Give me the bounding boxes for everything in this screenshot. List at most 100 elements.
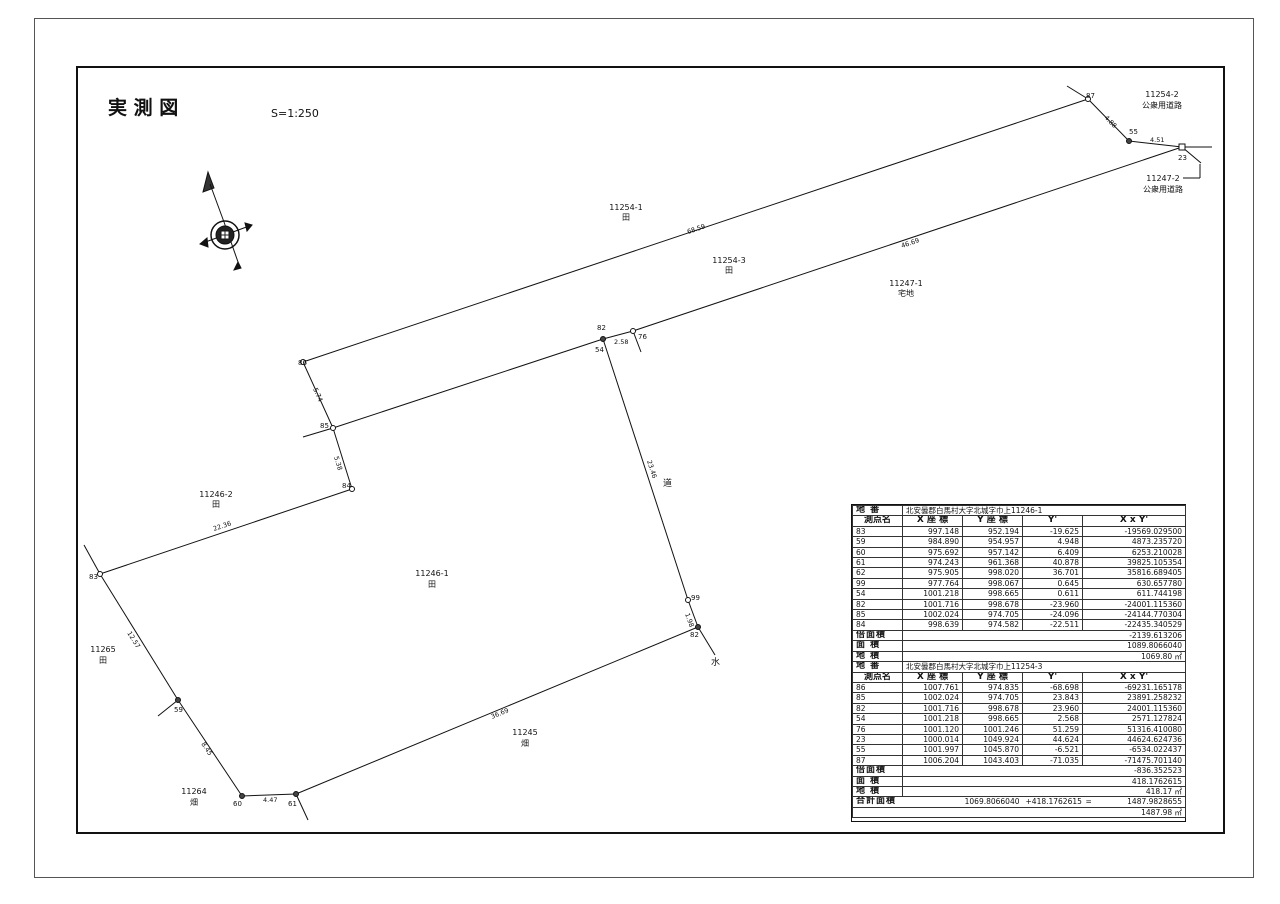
water-label: 水 — [711, 656, 720, 668]
table-cell: 998.020 — [962, 567, 1023, 579]
table-cell: 0.645 — [1022, 577, 1083, 590]
point-marker — [330, 425, 336, 431]
table-cell: 23.960 — [1022, 702, 1083, 715]
distance-label: 2.58 — [614, 338, 628, 346]
table-cell: 998.067 — [962, 577, 1023, 590]
point-label: 60 — [233, 800, 242, 808]
point-label: 61 — [288, 800, 297, 808]
parcel-address: 北安曇郡白馬村大字北城字巾上11254-3 — [901, 661, 1187, 673]
table-cell: 23 — [852, 733, 903, 746]
table-cell: 86 — [852, 681, 903, 694]
distance-label: 36.69 — [490, 706, 510, 721]
parcel-number: 11265 — [90, 645, 115, 654]
table-cell: 1001.997 — [902, 744, 963, 756]
parcel-key: 地 番 — [852, 661, 903, 673]
table-cell: -24.096 — [1022, 609, 1083, 621]
table-cell: 60 — [852, 546, 903, 559]
table-cell: 44624.624736 — [1081, 733, 1187, 746]
table-cell: 23891.258232 — [1081, 692, 1187, 704]
table-cell: -69231.165178 — [1081, 681, 1187, 694]
point-marker — [685, 597, 691, 603]
point-label: 86 — [298, 359, 307, 367]
table-cell: -19.625 — [1022, 525, 1083, 538]
point-label: 76 — [638, 333, 647, 341]
drawing-scale: S=1:250 — [271, 107, 319, 120]
total-final-row: 1487.98 ㎡ — [852, 806, 1187, 819]
summary-row: 倍面積-836.352523 — [852, 765, 1187, 777]
column-header: X 座 標 — [902, 671, 963, 683]
north-arrow-icon — [199, 170, 253, 271]
parcel-number: 11254-2 — [1145, 90, 1178, 99]
table-cell: 952.194 — [962, 525, 1023, 538]
table-cell: 87 — [852, 754, 903, 767]
point-marker — [300, 359, 306, 365]
distance-label: 5.38 — [332, 455, 344, 471]
point-label: 83 — [89, 573, 98, 581]
table-cell: 974.243 — [902, 557, 963, 569]
total-spacer — [852, 806, 1083, 819]
point-marker — [349, 486, 355, 492]
total-b: 418.1762615 — [1031, 797, 1082, 807]
total-plus: + — [1025, 797, 1032, 807]
table-cell: 974.582 — [962, 619, 1023, 631]
distance-label: 46.69 — [900, 236, 920, 249]
table-cell: -6534.022437 — [1081, 744, 1187, 756]
column-header: Y 座 標 — [962, 515, 1023, 527]
total-final: 1487.98 ㎡ — [1082, 806, 1187, 819]
table-cell: -68.698 — [1022, 681, 1083, 694]
table-cell: 1001.120 — [902, 723, 963, 735]
table-cell: 1001.246 — [962, 723, 1023, 735]
table-cell: 1049.924 — [962, 733, 1023, 746]
parcel-address: 北安曇郡白馬村大字北城字巾上11246-1 — [901, 504, 1187, 517]
point-marker — [239, 793, 245, 799]
point-marker — [293, 791, 299, 797]
table-cell: 51.259 — [1022, 723, 1083, 735]
table-cell: 961.368 — [962, 557, 1023, 569]
distance-label: 4.47 — [263, 796, 277, 804]
table-cell: 984.890 — [902, 536, 963, 548]
survey-points — [97, 96, 1186, 799]
parcel-number: 11264 — [181, 787, 206, 796]
table-cell: 0.611 — [1022, 588, 1083, 600]
inner-frame — [76, 66, 1225, 834]
point-label: 99 — [691, 594, 700, 602]
table-cell: 54 — [852, 588, 903, 600]
table-cell: 998.665 — [962, 588, 1023, 600]
table-cell: 2571.127824 — [1081, 713, 1187, 725]
parcel-category: 田 — [428, 580, 436, 589]
table-cell: -6.521 — [1022, 744, 1083, 756]
table-cell: 44.624 — [1022, 733, 1083, 746]
summary-label: 面 積 — [852, 775, 903, 787]
table-cell: 977.764 — [902, 577, 963, 590]
point-marker — [1178, 143, 1186, 151]
table-cell: 36.701 — [1022, 567, 1083, 579]
parcel-number: 11246-1 — [415, 569, 448, 578]
table-cell: 1001.218 — [902, 713, 963, 725]
table-cell: 997.148 — [902, 525, 963, 538]
table-cell: 35816.689405 — [1081, 567, 1187, 579]
table-cell: 998.639 — [902, 619, 963, 631]
table-cell: 40.878 — [1022, 557, 1083, 569]
table-cell: 6253.210028 — [1081, 546, 1187, 559]
parcel-key: 地 番 — [852, 504, 903, 517]
table-cell: 39825.105354 — [1081, 557, 1187, 569]
summary-row: 倍面積-2139.613206 — [852, 629, 1187, 642]
summary-label: 倍面積 — [852, 765, 903, 777]
drawing-title: 実 測 図 — [108, 96, 178, 119]
point-label: 59 — [174, 706, 183, 714]
